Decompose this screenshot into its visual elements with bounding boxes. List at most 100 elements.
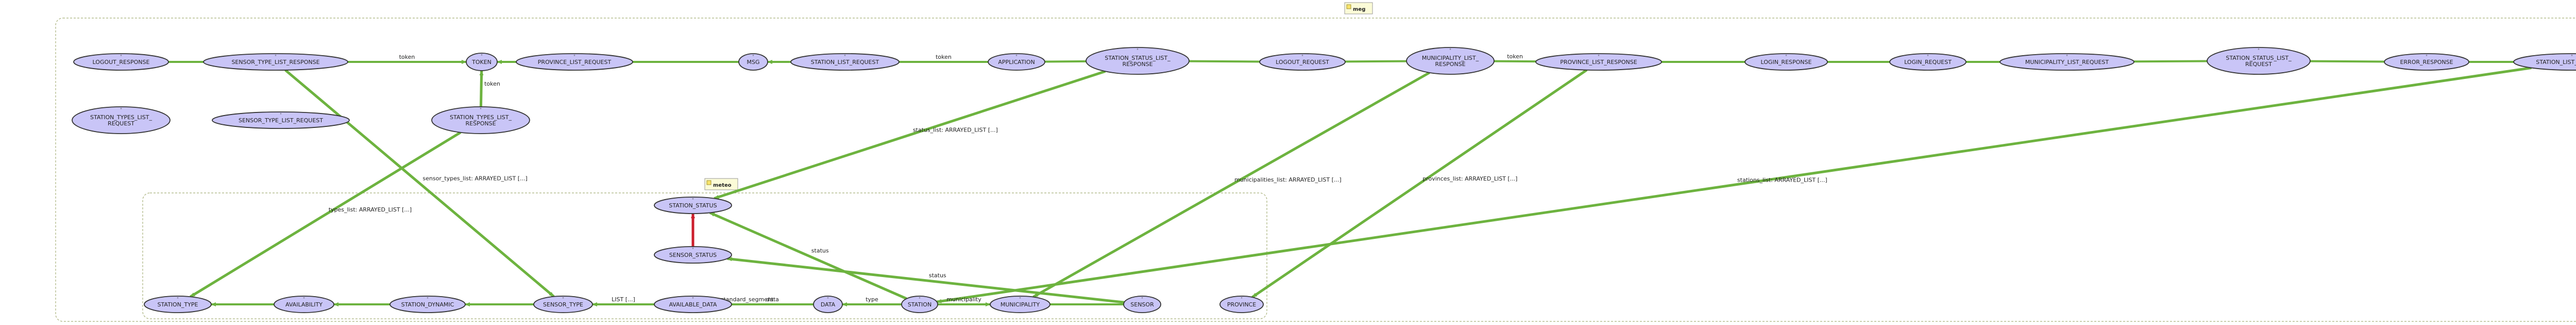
node-data[interactable]: °DATA [813, 296, 843, 313]
edge-logout-request-to-station-status-list-response[interactable] [1189, 60, 1260, 63]
edge-available-data-to-sensor-type[interactable]: LIST [...] [592, 296, 654, 306]
edge-station-to-station-status[interactable]: status [709, 212, 907, 300]
node-marker-icon: ° [427, 297, 429, 301]
node-station-status-list-response[interactable]: °STATION_STATUS_LIST_RESPONSE [1086, 47, 1190, 75]
node-label: PROVINCE [1227, 301, 1256, 308]
edge-station-to-data[interactable]: type [842, 296, 902, 306]
node-ellipse [654, 296, 732, 313]
node-marker-icon: ° [752, 54, 754, 59]
edge-station-to-municipality[interactable]: municipality [938, 296, 991, 306]
edge-station-types-list-response-to-token[interactable]: token [479, 70, 500, 107]
node-marker-icon: ° [481, 54, 483, 58]
node-marker-icon: ° [692, 297, 694, 301]
edge-station-status-list-response-to-application[interactable] [1044, 60, 1087, 63]
node-sensor-type[interactable]: °SENSOR_TYPE [533, 296, 593, 313]
edge-sensor-type-list-response-to-token[interactable]: token [348, 54, 467, 64]
edge-label: token [1507, 53, 1523, 60]
node-login-request[interactable]: °LOGIN_REQUEST [1889, 53, 1967, 71]
node-label: RESPONSE [1435, 61, 1465, 68]
node-label: STATION_LIST_REQUEST [811, 59, 879, 66]
node-marker-icon: ° [2258, 48, 2260, 53]
edge-station-status-list-response-to-station-status[interactable]: status_list: ARRAYED_LIST [...] [714, 70, 1106, 200]
edge-application-to-station-list-request[interactable]: token [899, 54, 988, 63]
node-ellipse [533, 296, 593, 313]
node-marker-icon: ° [177, 297, 179, 301]
node-label: STATION_TYPES_LIST_ [90, 114, 152, 121]
node-ellipse [1406, 47, 1495, 75]
edge-municipality-list-response-to-logout-request[interactable] [1345, 60, 1407, 63]
node-station-list-request[interactable]: °STATION_LIST_REQUEST [790, 53, 900, 71]
node-municipality-list-response[interactable]: ° MUNICIPALITY_LIST_RESPONSE [1406, 47, 1495, 75]
edge-label: status [929, 272, 946, 279]
node-available-data[interactable]: °AVAILABLE_DATA [654, 296, 732, 313]
node-station-types-list-response[interactable]: °STATION_TYPES_LIST_RESPONSE [431, 106, 530, 134]
node-station-list-response[interactable]: °STATION_LIST_RESPONSE [2513, 53, 2576, 71]
node-sensor-type-list-response[interactable]: °SENSOR_TYPE_LIST_RESPONSE [203, 53, 348, 71]
node-province-list-request[interactable]: °PROVINCE_LIST_REQUEST [516, 53, 633, 71]
edge-sensor-type-list-response-to-sensor-type[interactable]: sensor_types_list: ARRAYED_LIST [...] [284, 69, 555, 298]
node-marker-icon: ° [1927, 54, 1929, 59]
node-marker-icon: ° [919, 297, 921, 301]
edge-station-to-sensor-type[interactable]: standard_segment [592, 296, 902, 306]
edge-label: types_list: ARRAYED_LIST [...] [329, 206, 412, 213]
node-ellipse [389, 296, 466, 313]
node-municipality[interactable]: °MUNICIPALITY [990, 296, 1050, 313]
node-sensor-type-list-request[interactable]: °SENSOR_TYPE_LIST_REQUEST [212, 111, 350, 129]
node-municipality-list-request[interactable]: °MUNICIPALITY_LIST_REQUEST [1999, 53, 2134, 71]
node-ellipse [988, 53, 1045, 71]
edge-line [726, 257, 1125, 304]
node-label: MUNICIPALITY_LIST_ [1422, 55, 1479, 61]
edge-label: provinces_list: ARRAYED_LIST [...] [1422, 175, 1517, 182]
node-error-response[interactable]: °ERROR_RESPONSE [2384, 53, 2469, 71]
node-label: SENSOR_STATUS [669, 252, 717, 258]
node-marker-icon: ° [692, 247, 694, 252]
node-ellipse [431, 106, 530, 134]
node-province[interactable]: °PROVINCE [1219, 296, 1264, 313]
edge-error-response-to-station-status-list-request[interactable] [2310, 60, 2385, 63]
node-station-status-list-request[interactable]: °STATION_STATUS_LIST_REQUEST [2207, 47, 2311, 75]
node-label: AVAILABILITY [285, 301, 323, 308]
node-station-type[interactable]: °STATION_TYPE [144, 296, 212, 313]
node-availability[interactable]: °AVAILABILITY [274, 296, 334, 313]
node-station-status[interactable]: °STATION_STATUS [654, 197, 732, 214]
node-ellipse [1259, 53, 1346, 71]
node-marker-icon: ° [303, 297, 305, 301]
node-sensor[interactable]: °SENSOR [1123, 296, 1161, 313]
node-login-response[interactable]: °LOGIN_RESPONSE [1744, 53, 1828, 71]
node-marker-icon: ° [1019, 297, 1021, 301]
node-station[interactable]: °STATION [901, 296, 938, 313]
edge-station-list-response-to-station[interactable]: stations_list: ARRAYED_LIST [...] [936, 67, 2532, 303]
node-ellipse [738, 53, 768, 71]
edge-label: stations_list: ARRAYED_LIST [...] [1737, 176, 1827, 183]
node-marker-icon: ° [2571, 54, 2573, 59]
node-ellipse [1219, 296, 1264, 313]
node-marker-icon: ° [1598, 54, 1600, 59]
node-marker-icon: ° [1141, 297, 1143, 301]
node-marker-icon: ° [2426, 54, 2428, 59]
node-msg[interactable]: °MSG [738, 53, 768, 71]
node-ellipse [212, 111, 350, 129]
node-station-types-list-request[interactable]: °STATION_TYPES_LIST_REQUEST [72, 106, 171, 134]
node-label: STATION_STATUS [669, 202, 717, 209]
node-sensor-status[interactable]: °SENSOR_STATUS [654, 246, 732, 264]
node-marker-icon: ° [1449, 48, 1451, 53]
package-outer: meg [55, 2, 2576, 322]
node-label: STATION [908, 301, 931, 308]
node-marker-icon: ° [573, 54, 575, 59]
node-label: STATION_STATUS_LIST_ [2226, 55, 2292, 61]
node-logout-response[interactable]: °LOGOUT_RESPONSE [73, 53, 169, 71]
edge-sensor-to-sensor-status[interactable]: status [726, 257, 1125, 304]
edge-municipality-list-response-to-municipality[interactable]: municipalities_list: ARRAYED_LIST [...] [1032, 71, 1430, 298]
node-province-list-response[interactable]: °PROVINCE_LIST_RESPONSE [1535, 53, 1662, 71]
edge-province-list-response-to-municipality-list-response[interactable]: token [1494, 53, 1536, 63]
edge-label: sensor_types_list: ARRAYED_LIST [...] [422, 175, 527, 182]
edge-station-status-list-request-to-municipality-list-request[interactable] [2133, 60, 2208, 63]
node-application[interactable]: °APPLICATION [988, 53, 1045, 71]
edge-province-list-response-to-province[interactable]: provinces_list: ARRAYED_LIST [...] [1251, 69, 1588, 299]
edge-line [190, 131, 462, 298]
node-station-dynamic[interactable]: °STATION_DYNAMIC [389, 296, 466, 313]
node-label: SENSOR_TYPE_LIST_RESPONSE [231, 59, 319, 66]
node-token[interactable]: °TOKEN [466, 53, 498, 71]
edge-station-types-list-response-to-station-type[interactable]: types_list: ARRAYED_LIST [...] [190, 131, 462, 298]
node-logout-request[interactable]: °LOGOUT_REQUEST [1259, 53, 1346, 71]
